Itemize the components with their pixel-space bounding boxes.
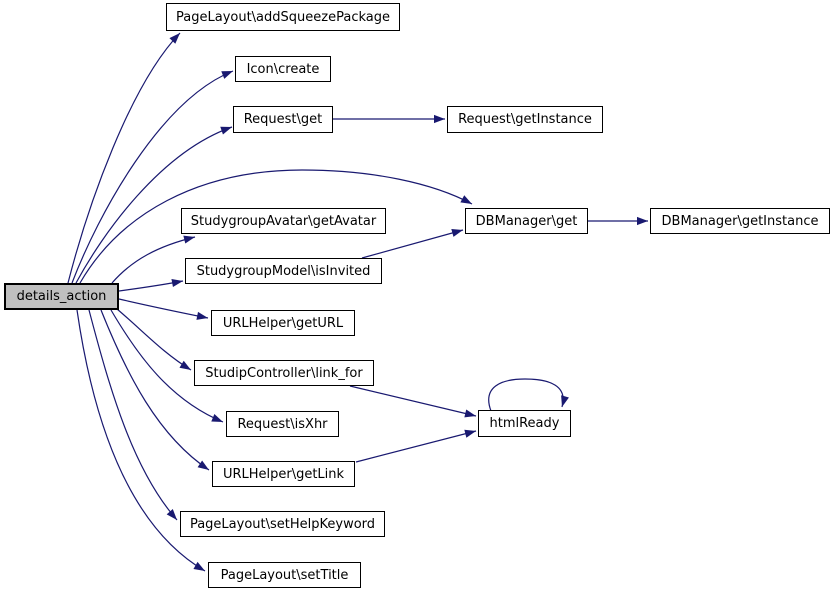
edge-details_action-to-db_manager_get [79,169,473,284]
node-studip_controller_link_for[interactable]: StudipController\link_for [194,360,374,386]
node-request_is_xhr[interactable]: Request\isXhr [226,411,339,437]
edge-html_ready-to-html_ready [488,378,569,412]
edge-url_helper_get_link-to-html_ready [355,429,477,463]
node-db_manager_get[interactable]: DBManager\get [465,208,588,234]
edge-group [67,32,648,572]
node-url_helper_get_url[interactable]: URLHelper\getURL [211,310,355,336]
edge-details_action-to-page_layout_set_title [76,309,206,572]
node-studygroup_model_is_invited[interactable]: StudygroupModel\isInvited [185,258,382,284]
node-page_layout_set_title[interactable]: PageLayout\setTitle [208,562,361,588]
node-html_ready[interactable]: htmlReady [478,410,571,437]
node-page_layout_add_squeeze_package[interactable]: PageLayout\addSqueezePackage [166,3,400,31]
edge-details_action-to-request_is_xhr [110,309,224,423]
node-page_layout_set_help_keyword[interactable]: PageLayout\setHelpKeyword [180,511,385,537]
edge-details_action-to-studygroup_model_is_invited [118,279,184,292]
node-studygroup_avatar_get_avatar[interactable]: StudygroupAvatar\getAvatar [181,208,386,234]
edge-details_action-to-request_get [75,126,233,284]
node-details_action: details_action [4,283,119,310]
edge-details_action-to-icon_create [71,70,234,284]
edge-details_action-to-studip_controller_link_for [116,308,192,371]
node-icon_create[interactable]: Icon\create [235,56,331,82]
edge-details_action-to-url_helper_get_link [100,309,210,471]
node-request_get[interactable]: Request\get [233,106,333,133]
node-url_helper_get_link[interactable]: URLHelper\getLink [212,461,355,487]
edge-details_action-to-page_layout_add_squeeze_package [67,32,181,284]
edge-studygroup_model_is_invited-to-db_manager_get [361,229,464,259]
node-db_manager_get_instance[interactable]: DBManager\getInstance [650,208,830,234]
edge-details_action-to-studygroup_avatar_get_avatar [111,235,196,284]
edge-details_action-to-url_helper_get_url [118,298,209,320]
node-request_get_instance[interactable]: Request\getInstance [447,106,603,133]
edge-details_action-to-page_layout_set_help_keyword [88,309,178,521]
edge-studip_controller_link_for-to-html_ready [349,385,477,418]
